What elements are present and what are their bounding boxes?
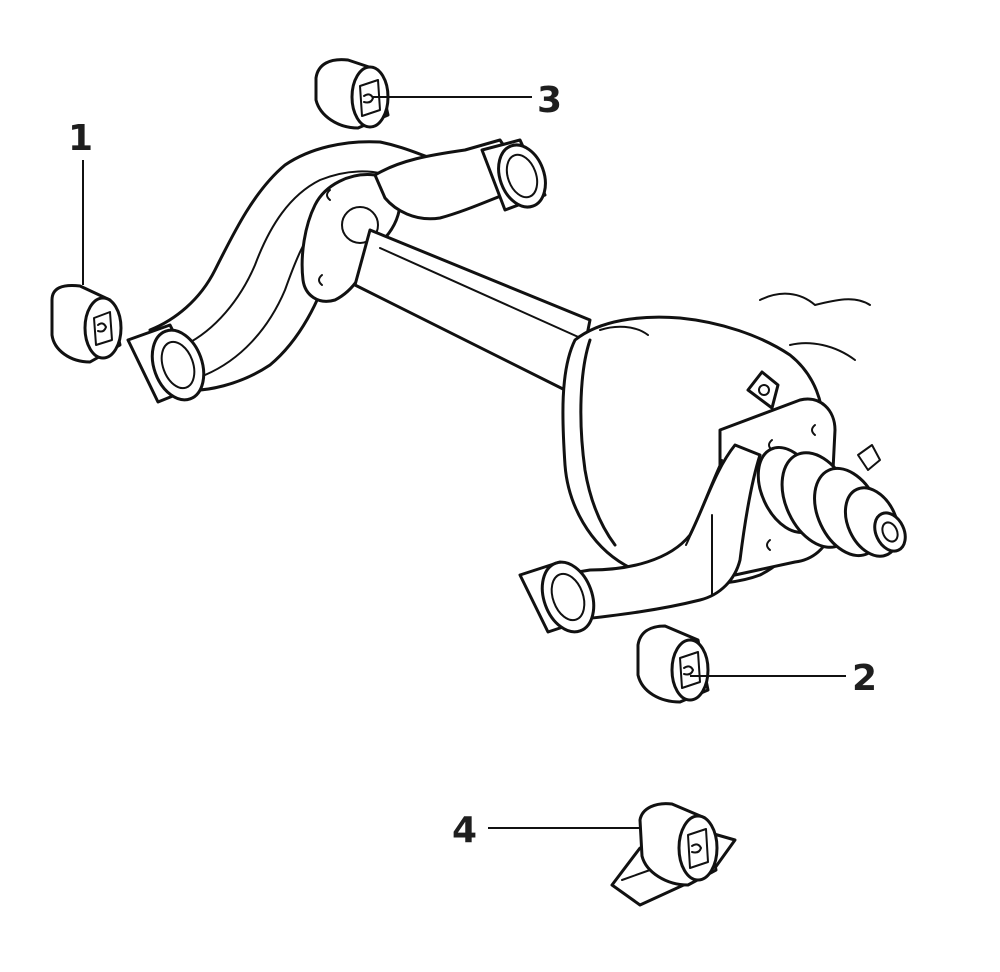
differential-rear-flange-2 bbox=[789, 342, 856, 361]
callout-4: 4 bbox=[452, 810, 640, 851]
front-bracket-bolt-3 bbox=[766, 539, 771, 551]
subframe-upper-bushing-housing bbox=[480, 138, 547, 212]
bushing-2[interactable] bbox=[636, 624, 710, 704]
center-bracket-hole bbox=[341, 206, 379, 244]
bushing-4[interactable] bbox=[610, 802, 737, 907]
differential-rear-flange bbox=[759, 292, 871, 306]
callout-1: 1 bbox=[68, 118, 93, 285]
subframe-left-bushing-housing bbox=[126, 323, 206, 404]
callout-1-label: 1 bbox=[68, 118, 93, 159]
callout-2-label: 2 bbox=[852, 658, 877, 699]
callout-3: 3 bbox=[372, 80, 562, 121]
differential-cover-line bbox=[579, 338, 617, 547]
differential-pinion-flange bbox=[756, 444, 907, 558]
center-beam-edge bbox=[379, 247, 586, 341]
differential-mounting-ear bbox=[746, 370, 780, 410]
center-bracket-bolt-2 bbox=[326, 189, 331, 201]
subframe-center-beam bbox=[353, 228, 592, 397]
center-bracket-bolt bbox=[318, 274, 323, 286]
bushing-3[interactable] bbox=[314, 58, 390, 130]
differential-assembly bbox=[518, 292, 907, 634]
mounting-ear-hole bbox=[758, 384, 770, 396]
differential-lower-bushing-housing bbox=[518, 560, 596, 634]
callout-3-label: 3 bbox=[537, 80, 562, 121]
callout-4-label: 4 bbox=[452, 810, 477, 851]
bushing-1[interactable] bbox=[50, 284, 123, 364]
front-bracket-bolt-2 bbox=[811, 424, 816, 436]
callout-2: 2 bbox=[690, 658, 877, 699]
subframe-assembly bbox=[126, 138, 592, 404]
lower-arm-edge bbox=[685, 459, 723, 546]
differential-cover-rib bbox=[599, 325, 649, 336]
